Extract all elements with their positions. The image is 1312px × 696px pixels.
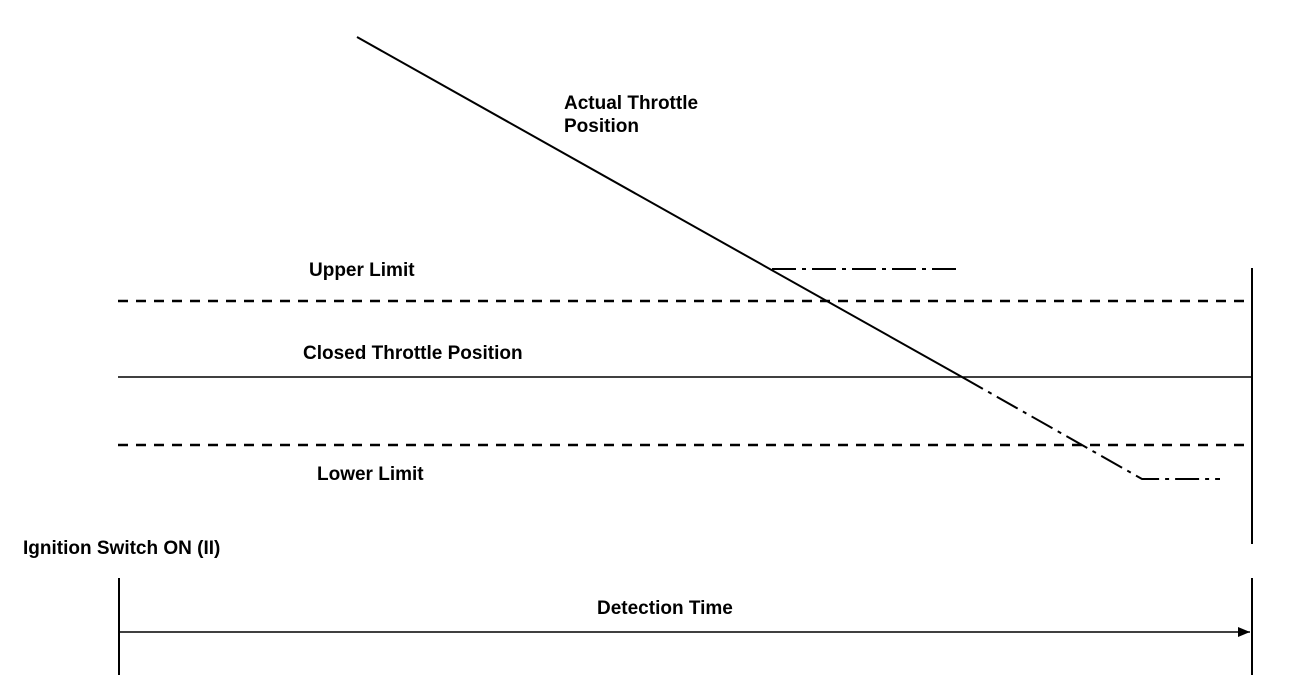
lower-limit-label: Lower Limit	[317, 464, 424, 485]
ignition-switch-label: Ignition Switch ON (II)	[23, 538, 221, 559]
detection-time-label: Detection Time	[597, 598, 733, 619]
actual-throttle-label-line1: Actual Throttle	[564, 93, 699, 114]
actual-throttle-label-line2: Position	[564, 116, 639, 137]
upper-limit-label: Upper Limit	[309, 260, 415, 281]
closed-throttle-label: Closed Throttle Position	[303, 343, 523, 364]
actual-throttle-continuation	[961, 376, 1220, 480]
actual-throttle-line	[356, 36, 963, 378]
